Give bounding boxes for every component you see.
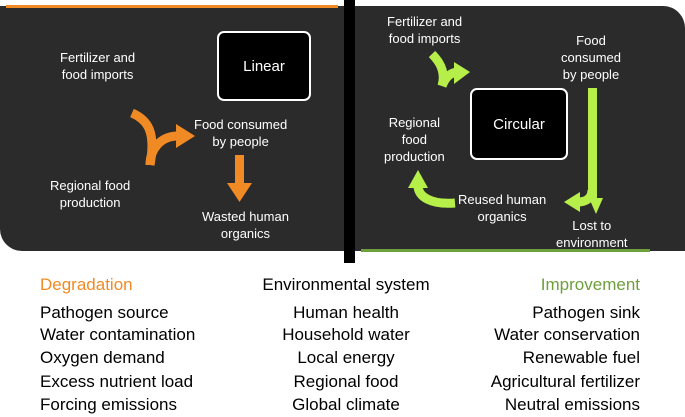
header-environmental-system: Environmental system — [262, 275, 430, 294]
circular-lost-arrowhead — [589, 198, 603, 214]
linear-fertilizer-label: Fertilizer and food imports — [60, 50, 136, 82]
row-system: Local energy — [297, 348, 395, 367]
panel-divider — [344, 0, 355, 263]
row-improvement: Renewable fuel — [522, 348, 640, 367]
row-improvement: Neutral emissions — [504, 395, 640, 414]
linear-box: Linear — [217, 31, 311, 101]
circular-reuse-arrowhead — [564, 192, 580, 212]
circular-regional-label: Regional food production — [384, 115, 445, 164]
circular-box: Circular — [470, 88, 568, 160]
linear-consumed-label: Food consumed by people — [194, 117, 288, 149]
header-improvement: Improvement — [540, 275, 640, 294]
linear-wasted-label: Wasted human organics — [202, 209, 289, 241]
row-degradation: Oxygen demand — [40, 348, 165, 367]
row-degradation: Water contamination — [40, 325, 196, 344]
green-accent-rule — [361, 249, 650, 252]
circular-box-label: Circular — [493, 115, 545, 133]
circular-reused-label: Reused human organics — [458, 192, 547, 224]
circular-up-arrowhead — [408, 170, 428, 188]
circular-fertilizer-label: Fertilizer and food imports — [387, 14, 463, 46]
circular-consumed-label: Food consumed by people — [561, 33, 621, 82]
header-degradation: Degradation — [40, 275, 133, 294]
linear-merge-arrow — [130, 108, 179, 166]
circular-right-down-shaft — [588, 88, 597, 198]
linear-down-arrow-shaft — [235, 155, 244, 185]
row-degradation: Excess nutrient load — [40, 372, 194, 391]
row-degradation: Forcing emissions — [40, 395, 177, 414]
linear-regional-label: Regional food production — [50, 178, 131, 210]
row-degradation: Pathogen source — [40, 303, 169, 322]
row-system: Global climate — [292, 395, 400, 414]
circular-bottom-curve — [577, 189, 597, 207]
linear-box-label: Linear — [243, 57, 285, 75]
linear-merge-arrowhead — [176, 124, 195, 148]
row-system: Human health — [293, 303, 399, 322]
row-system: Household water — [282, 325, 410, 344]
row-improvement: Agricultural fertilizer — [490, 372, 640, 391]
row-improvement: Water conservation — [494, 325, 640, 344]
linear-down-arrowhead — [227, 183, 252, 202]
circular-merge-arrowhead — [454, 62, 470, 84]
orange-accent-rule — [6, 5, 338, 8]
row-system: Regional food — [293, 372, 399, 391]
circular-lost-label: Lost to environment — [556, 218, 628, 250]
circular-left-curve — [413, 185, 456, 208]
row-improvement: Pathogen sink — [532, 303, 640, 322]
